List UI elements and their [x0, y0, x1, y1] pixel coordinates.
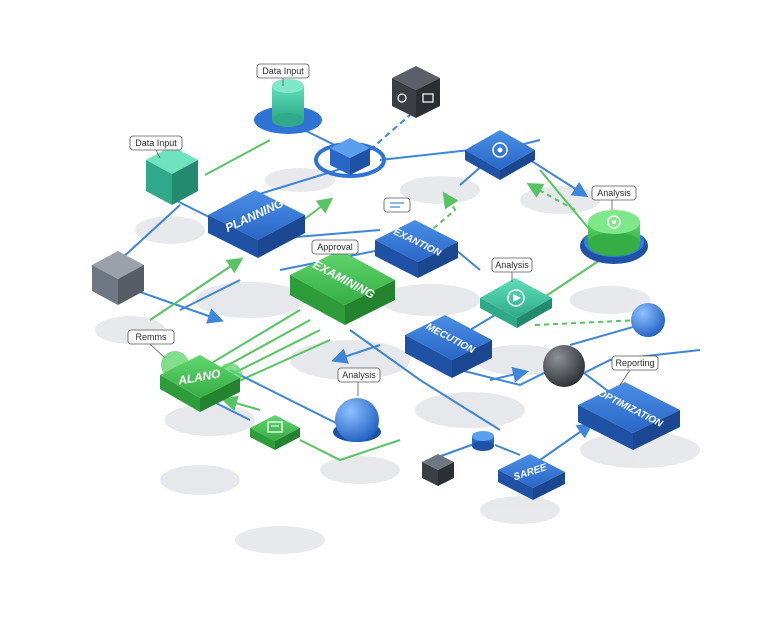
tag-data-input-left-label: Data Input: [135, 138, 177, 148]
small-dark-cube-node[interactable]: [422, 454, 454, 486]
document-node[interactable]: [250, 415, 300, 450]
tag-remms: Remms: [127, 329, 175, 359]
blue-sphere-node-right[interactable]: [631, 303, 665, 337]
tag-approval: Approval: [311, 239, 359, 255]
analysis-cylinder-node[interactable]: [580, 210, 648, 264]
data-input-cylinder-node[interactable]: [254, 79, 322, 134]
document-icon: [267, 421, 283, 433]
tag-analysis-lower: Analysis: [337, 367, 381, 396]
mecution-node[interactable]: MECUTION: [405, 315, 492, 378]
gray-cube-node[interactable]: [92, 251, 144, 305]
tag-data-input-top-label: Data Input: [262, 66, 304, 76]
small-blue-cylinder-node[interactable]: [472, 431, 494, 451]
note-icon: [390, 202, 404, 208]
tag-data-input-left: Data Input: [129, 135, 183, 159]
target-node[interactable]: [465, 130, 535, 180]
play-icon: [507, 289, 525, 307]
folder-icon: [397, 93, 434, 103]
target-icon: [492, 142, 508, 158]
examining-node[interactable]: EXAMINING: [290, 250, 395, 325]
alano-node[interactable]: ALANO: [160, 351, 242, 412]
exantion-node[interactable]: EXANTION: [375, 220, 458, 278]
saree-node[interactable]: SAREE: [498, 454, 565, 500]
gear-icon: [607, 215, 621, 229]
folder-cube-node[interactable]: [392, 66, 440, 118]
tag-reporting: Reporting: [611, 355, 659, 386]
tag-analysis-center-label: Analysis: [495, 260, 529, 270]
play-node[interactable]: [480, 278, 552, 328]
tag-analysis-right: Analysis: [591, 185, 637, 210]
tag-note: [383, 197, 411, 213]
tag-analysis-right-label: Analysis: [597, 188, 631, 198]
tag-data-input-top: Data Input: [256, 63, 310, 86]
tag-reporting-label: Reporting: [615, 358, 654, 368]
blue-sphere-node-center[interactable]: [333, 398, 381, 442]
tag-analysis-lower-label: Analysis: [342, 370, 376, 380]
tag-approval-label: Approval: [317, 242, 353, 252]
connectors: [119, 114, 701, 462]
planning-node[interactable]: PLANNING: [208, 190, 305, 258]
blue-cube-node[interactable]: [314, 138, 386, 178]
dark-sphere-node[interactable]: [543, 345, 585, 387]
data-input-cube-node[interactable]: [146, 146, 198, 205]
tag-remms-label: Remms: [136, 332, 167, 342]
tag-analysis-center: Analysis: [491, 257, 533, 282]
floor-shadows: [95, 168, 700, 554]
